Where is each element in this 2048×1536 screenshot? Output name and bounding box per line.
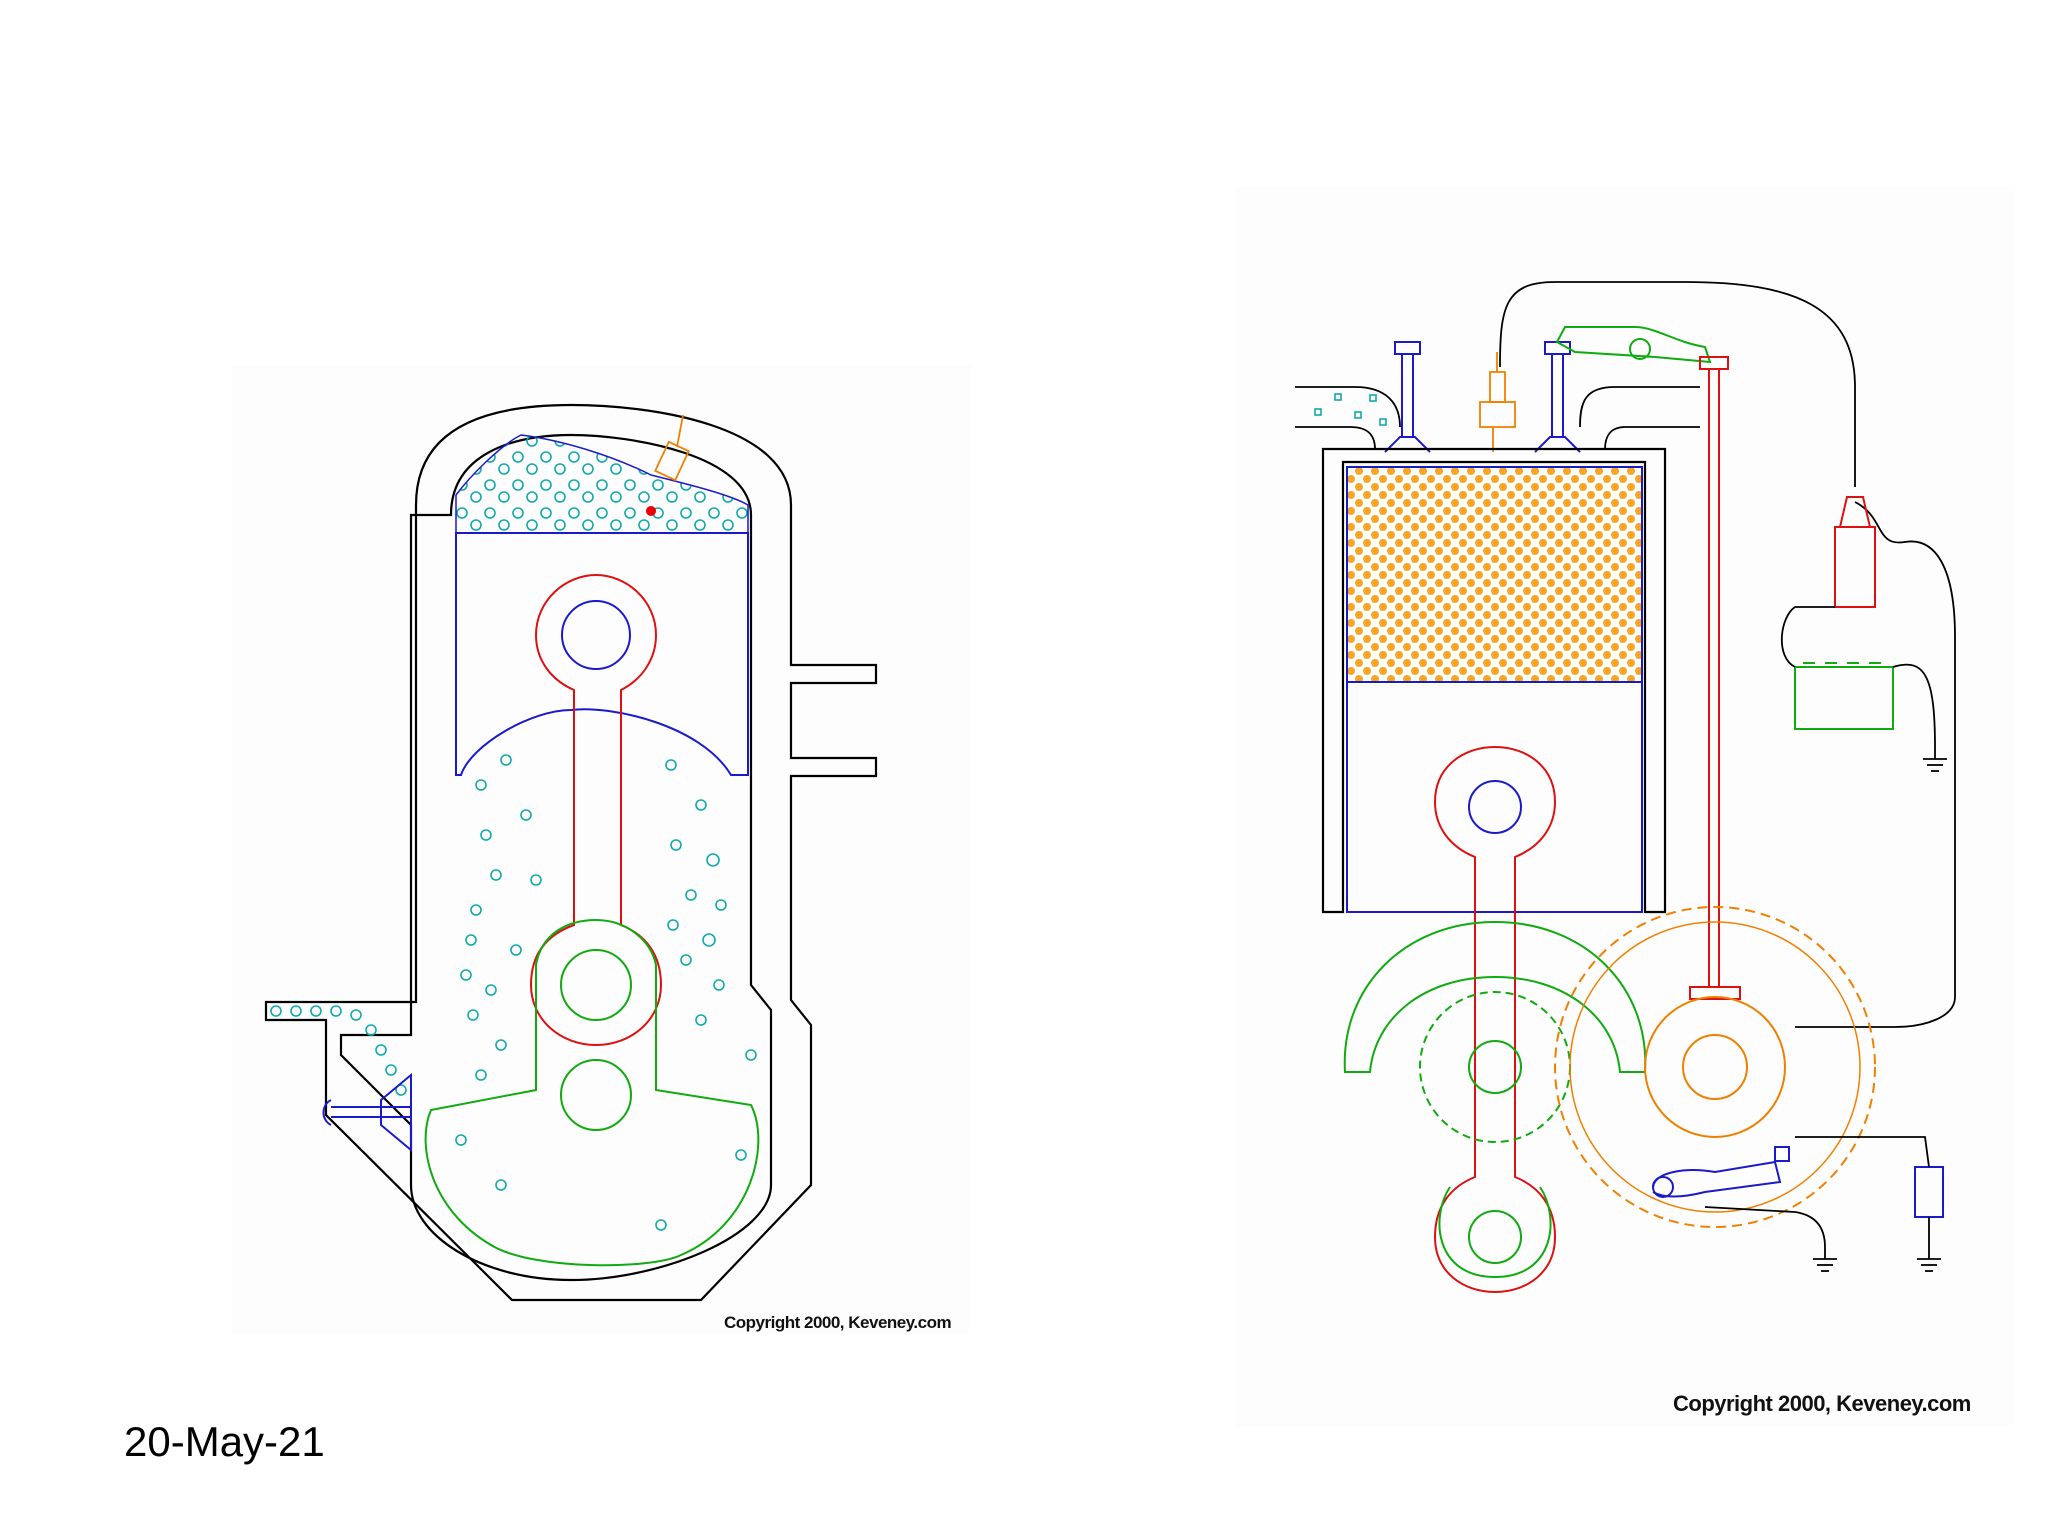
cam-lobe xyxy=(1644,996,1786,1138)
engine-block-outline xyxy=(264,403,878,1302)
intake-valve xyxy=(322,1072,412,1153)
combustion-chamber-mixture xyxy=(455,434,749,534)
rocker-arm xyxy=(1555,326,1712,364)
intake-mixture xyxy=(1314,393,1387,426)
crank-small-gear xyxy=(1419,991,1571,1143)
four-stroke-engine-drawing xyxy=(1295,281,1956,1294)
ground-symbol-battery xyxy=(1923,747,1947,772)
breaker-points xyxy=(1652,1146,1790,1198)
cylinder-wall xyxy=(1321,447,1667,914)
condenser xyxy=(1914,1166,1944,1218)
ignition-return-wire xyxy=(1795,501,1956,1028)
two-stroke-engine-drawing xyxy=(264,403,878,1302)
crank-main-journal xyxy=(1468,1040,1522,1094)
crankcase-mixture xyxy=(455,754,757,1231)
crank-pin xyxy=(560,949,632,1021)
piston xyxy=(455,532,749,776)
exhaust-valve xyxy=(1534,341,1581,453)
connecting-rod xyxy=(1433,745,1557,1294)
four-stroke-engine-diagram: Copyright 2000, Keveney.com xyxy=(1235,187,2015,1427)
points-wire xyxy=(1704,1206,1826,1248)
ground-symbol-points xyxy=(1813,1247,1837,1272)
intake-valve xyxy=(1384,341,1431,453)
battery xyxy=(1794,662,1894,730)
intake-mixture xyxy=(270,1005,407,1096)
crank-web xyxy=(1438,1186,1552,1279)
camshaft xyxy=(1682,1034,1748,1100)
cam-gear xyxy=(1554,906,1876,1228)
condenser-wire xyxy=(1795,1136,1930,1168)
engine-block-inner-outline xyxy=(339,433,773,1282)
spark-plug xyxy=(646,414,690,516)
ignition-wire xyxy=(1499,281,1856,487)
crank-pin xyxy=(1468,1210,1522,1264)
combustion-chamber xyxy=(1346,466,1643,683)
piston xyxy=(1346,681,1643,913)
wrist-pin xyxy=(561,600,631,670)
crank-main-journal xyxy=(560,1059,632,1131)
connecting-rod xyxy=(529,573,663,1047)
intake-port xyxy=(1295,386,1401,450)
pushrod xyxy=(1689,356,1741,1000)
cam-gear-inner xyxy=(1569,921,1861,1213)
crank-counterweight xyxy=(1343,920,1647,1073)
ignition-coil xyxy=(1834,496,1876,608)
slide-date: 20-May-21 xyxy=(124,1418,325,1465)
right-copyright: Copyright 2000, Keveney.com xyxy=(1673,1391,1971,1416)
left-copyright: Copyright 2000, Keveney.com xyxy=(724,1313,952,1332)
battery-wire xyxy=(1780,606,1835,668)
ground-symbol-condenser xyxy=(1917,1217,1941,1272)
exhaust-port xyxy=(1579,386,1700,450)
two-stroke-engine-diagram: Copyright 2000, Keveney.com xyxy=(231,365,971,1335)
wrist-pin xyxy=(1468,780,1522,834)
crankshaft xyxy=(424,918,760,1267)
spark-plug xyxy=(1479,352,1516,452)
battery-ground-wire xyxy=(1892,663,1936,748)
